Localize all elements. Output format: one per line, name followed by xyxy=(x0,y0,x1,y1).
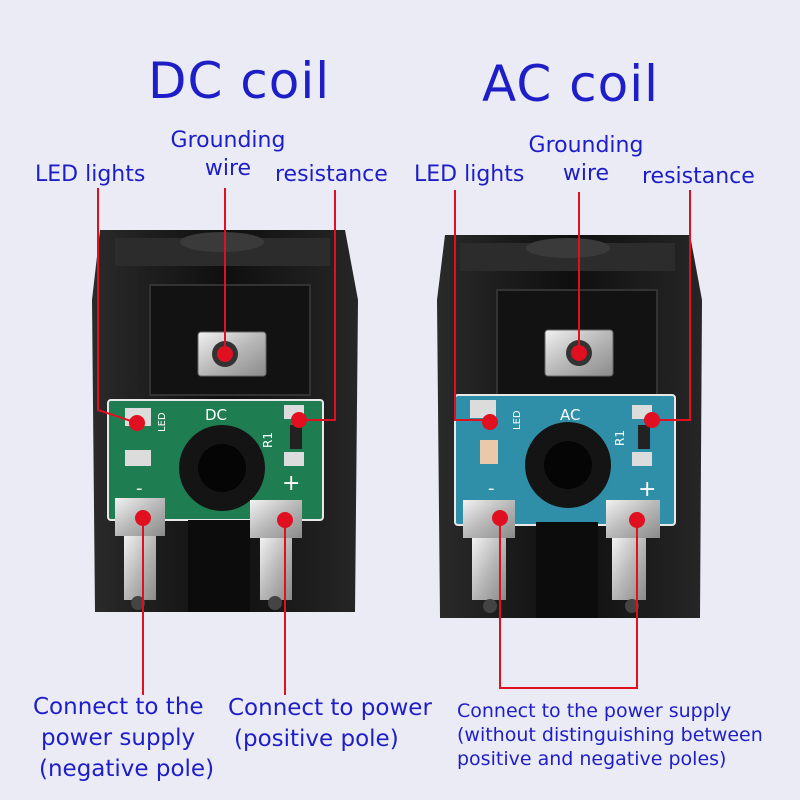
dc-positive-pin xyxy=(260,538,292,600)
dc-resistance-leader xyxy=(299,190,336,421)
ac-resistor-pad-bottom xyxy=(632,452,652,466)
ac-supply-leader xyxy=(499,518,638,689)
ac-ground-label-line1: Grounding xyxy=(528,133,644,158)
ac-board-led: LED xyxy=(512,410,523,430)
dc-negative-pin xyxy=(124,536,156,600)
ac-bottom-slot xyxy=(536,522,598,618)
dc-neg-hole xyxy=(131,596,145,610)
dc-led-dot xyxy=(129,415,145,431)
ac-led-label: LED lights xyxy=(414,162,525,187)
ac-right-hole xyxy=(625,599,639,613)
ac-board-r1: R1 xyxy=(613,430,627,446)
ac-board-plus: + xyxy=(638,477,656,502)
dc-positive-caption: Connect to power (positive pole) xyxy=(228,693,432,755)
ac-resistance-leader xyxy=(652,190,691,421)
dc-positive-caption-line1: Connect to power xyxy=(228,695,432,721)
dc-bottom-slot xyxy=(188,520,250,612)
ac-supply-caption-line1: Connect to the power supply xyxy=(457,700,732,722)
dc-ground-label-line1: Grounding xyxy=(170,128,286,153)
ac-resistance-dot xyxy=(644,412,660,428)
dc-resistance-label: resistance xyxy=(275,162,388,187)
dc-resistor xyxy=(290,425,302,449)
dc-positive-caption-line2: (positive pole) xyxy=(234,726,399,752)
ac-ground-label: Grounding wire xyxy=(519,132,653,188)
ac-board-minus: - xyxy=(488,478,495,499)
dc-ground-label-line2: wire xyxy=(204,156,252,181)
ac-right-pin xyxy=(612,538,646,600)
dc-board-minus: - xyxy=(136,478,143,499)
dc-title: DC coil xyxy=(148,52,331,110)
ac-led-dot xyxy=(482,414,498,430)
dc-board-led: LED xyxy=(157,412,168,432)
ac-ground-dot xyxy=(571,345,587,361)
dc-negative-dot xyxy=(135,510,151,526)
dc-ground-label: Grounding wire xyxy=(162,127,294,183)
ac-top-hole xyxy=(526,238,610,258)
dc-led-label: LED lights xyxy=(35,162,146,187)
ac-led-leader xyxy=(454,190,490,421)
ac-resistance-label: resistance xyxy=(642,164,755,189)
ac-left-hole xyxy=(483,599,497,613)
ac-supply-caption-line2: (without distinguishing between xyxy=(457,724,763,746)
ac-title: AC coil xyxy=(482,55,659,113)
dc-positive-pad xyxy=(250,500,302,538)
leader-lines xyxy=(97,188,691,695)
dc-resistance-dot xyxy=(291,412,307,428)
dc-positive-dot xyxy=(277,512,293,528)
dc-negative-caption: Connect to the power supply (negative po… xyxy=(33,692,214,785)
dc-negative-caption-line1: Connect to the xyxy=(33,694,204,720)
ac-supply-caption-line3: positive and negative poles) xyxy=(457,748,727,770)
dc-board-r1: R1 xyxy=(261,432,275,448)
ac-left-dot xyxy=(492,510,508,526)
marker-dots xyxy=(129,345,660,528)
ac-resistor xyxy=(638,425,650,449)
dc-board-name: DC xyxy=(205,406,227,424)
dc-pos-hole xyxy=(268,596,282,610)
ac-connector xyxy=(437,235,702,618)
dc-resistor-pad-bottom xyxy=(284,452,304,466)
ac-led-pad-top xyxy=(470,400,496,418)
dc-center-hole-inner xyxy=(198,444,246,492)
ac-center-hole-inner xyxy=(544,441,592,489)
dc-led-pad-bottom xyxy=(125,450,151,466)
dc-led-leader xyxy=(97,188,138,424)
ac-ground-label-line2: wire xyxy=(562,161,610,186)
dc-negative-caption-line2: power supply xyxy=(41,725,196,751)
dc-top-hole xyxy=(180,232,264,252)
ac-supply-caption: Connect to the power supply (without dis… xyxy=(457,699,763,771)
ac-board-name: AC xyxy=(560,406,580,424)
ac-right-dot xyxy=(629,512,645,528)
ac-led xyxy=(480,440,498,464)
dc-negative-caption-line3: (negative pole) xyxy=(39,756,215,782)
dc-ground-dot xyxy=(217,346,233,362)
dc-board-plus: + xyxy=(282,471,300,496)
